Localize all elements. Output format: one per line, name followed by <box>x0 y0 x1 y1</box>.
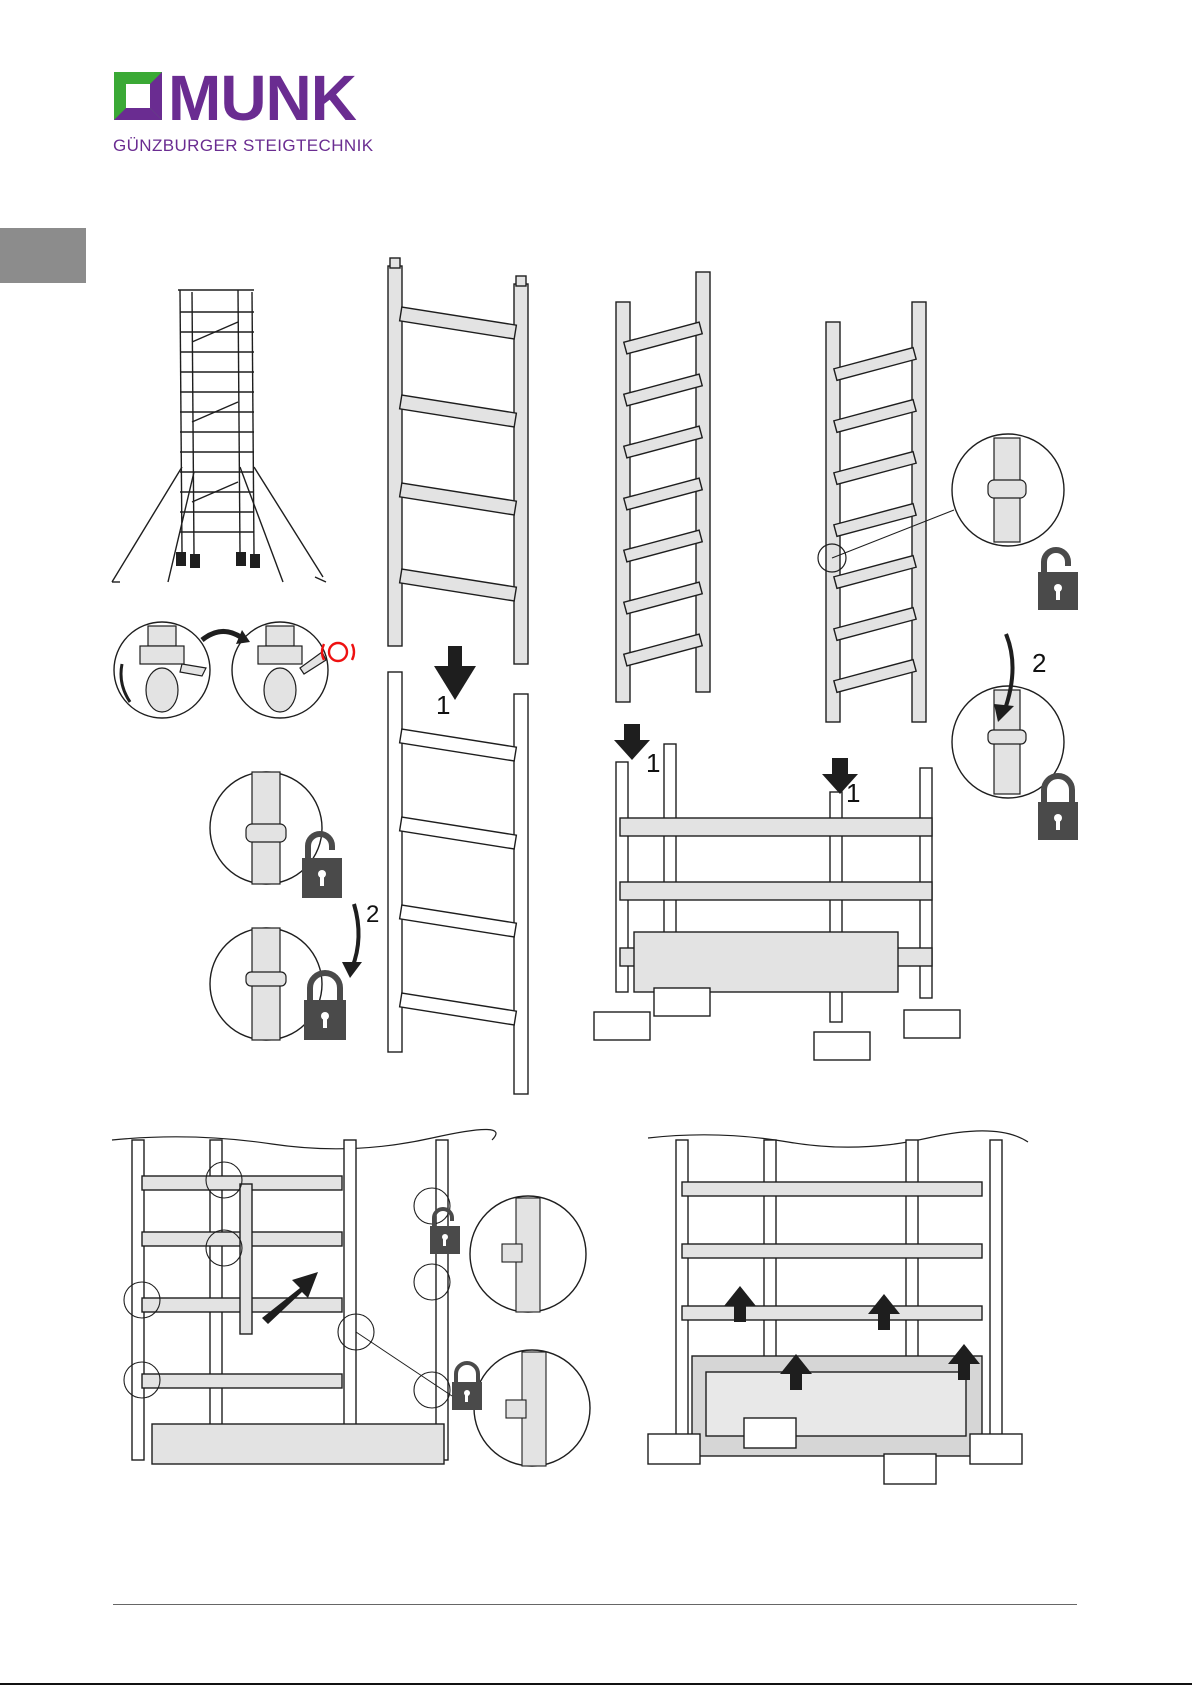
padlock-closed-icon <box>1038 776 1078 840</box>
figure-castor-brake <box>110 618 360 728</box>
figure-frame-stacking: 1 <box>388 258 538 1093</box>
step-number: 1 <box>646 748 660 778</box>
step-number: 2 <box>366 901 379 928</box>
figure-claw-lock-detail: 2 <box>210 772 390 1044</box>
padlock-open-icon <box>302 834 342 898</box>
brand-name: MUNK <box>168 62 357 130</box>
step-number: 1 <box>436 690 450 720</box>
padlock-open-icon <box>1038 550 1078 610</box>
footer-rule <box>113 1604 1077 1605</box>
figure-tower-overview <box>108 282 338 612</box>
figure-platform-insertion <box>648 1134 1040 1506</box>
padlock-closed-icon <box>304 973 346 1040</box>
figure-frames-on-base: 1 1 2 <box>594 272 1084 1082</box>
step-number: 2 <box>1032 648 1046 678</box>
munk-logo-mark: MUNK <box>112 62 412 130</box>
figure-brace-installation <box>112 1134 590 1466</box>
step-number: 1 <box>846 778 860 808</box>
section-tab <box>0 228 86 283</box>
brand-tagline: GÜNZBURGER STEIGTECHNIK <box>113 136 373 156</box>
arrow-icon <box>202 631 242 640</box>
padlock-closed-icon <box>452 1363 482 1410</box>
arrow-icon <box>352 904 359 968</box>
brand-logo: MUNK GÜNZBURGER STEIGTECHNIK <box>112 70 412 160</box>
